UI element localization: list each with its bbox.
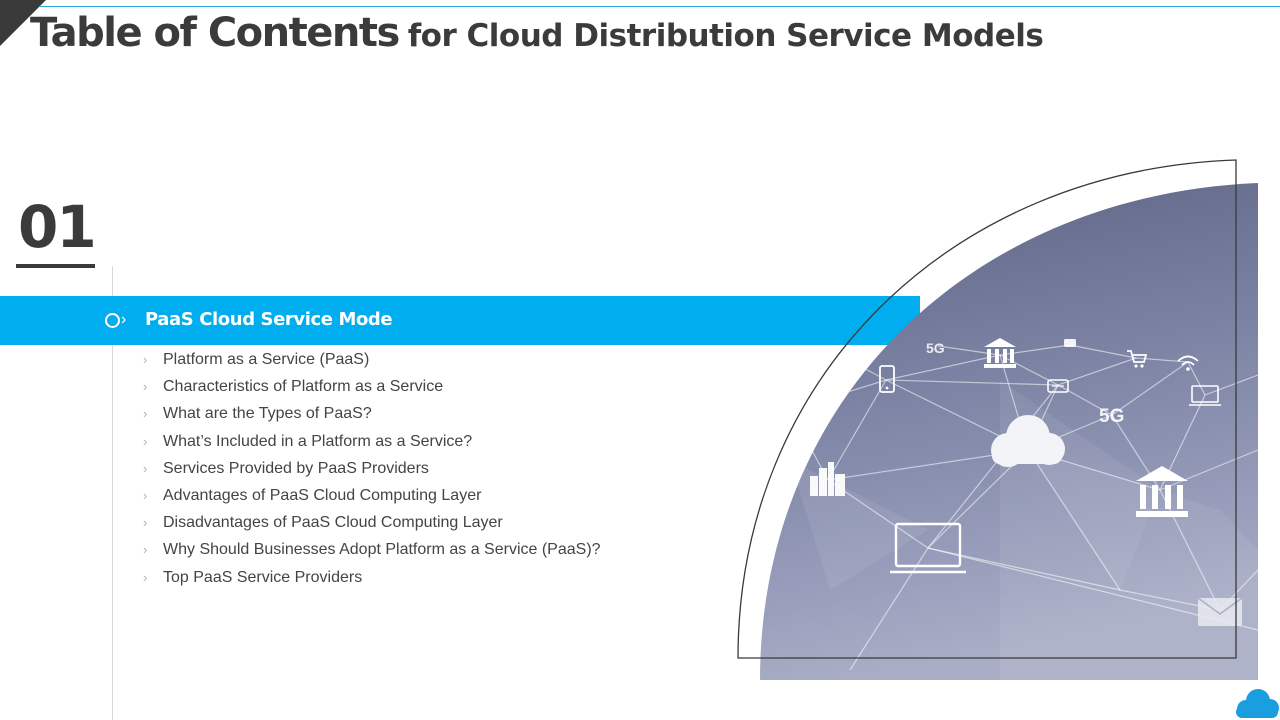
title-strong: Table of Contents xyxy=(30,10,400,56)
tag-icon xyxy=(1064,339,1076,347)
laptop-icon xyxy=(1189,385,1221,406)
toc-list: › Platform as a Service (PaaS) › Character… xyxy=(143,348,601,593)
section-title: PaaS Cloud Service Mode xyxy=(145,309,393,330)
chevron-right-icon: › xyxy=(143,460,148,476)
top-rule xyxy=(40,6,1280,7)
cloud-network-graphic: 5G 5G xyxy=(737,159,1279,718)
toc-item[interactable]: › Platform as a Service (PaaS) xyxy=(143,348,601,375)
chevron-right-icon: › xyxy=(143,406,148,422)
phone-icon xyxy=(879,365,895,393)
toc-item[interactable]: › Services Provided by PaaS Providers xyxy=(143,457,601,484)
toc-item[interactable]: › Disadvantages of PaaS Cloud Computing L… xyxy=(143,511,601,538)
timeline-line xyxy=(112,266,113,720)
chevron-right-icon: › xyxy=(121,311,127,328)
section-band xyxy=(0,296,920,345)
toc-item-label: Platform as a Service (PaaS) xyxy=(163,351,370,368)
city-icon xyxy=(810,462,845,496)
toc-item-label: What are the Types of PaaS? xyxy=(163,405,372,423)
toc-item-label: Characteristics of Platform as a Service xyxy=(163,378,444,396)
toc-item-label: Advantages of PaaS Cloud Computing Layer xyxy=(163,486,482,504)
toc-item[interactable]: › Characteristics of Platform as a Servic… xyxy=(143,375,601,402)
toc-item-label: Disadvantages of PaaS Cloud Computing La… xyxy=(163,514,503,532)
chevron-right-icon: › xyxy=(143,433,148,449)
laptop-icon xyxy=(890,522,966,574)
toc-item[interactable]: › What are the Types of PaaS? xyxy=(143,402,601,429)
frame-arc xyxy=(737,159,1237,659)
toc-item-label: What’s Included in a Platform as a Servi… xyxy=(163,432,473,450)
chevron-right-icon: › xyxy=(143,515,148,531)
toc-item[interactable]: › What’s Included in a Platform as a Serv… xyxy=(143,430,601,457)
chevron-right-icon: › xyxy=(143,542,148,558)
circle-marker-icon xyxy=(105,313,120,328)
chevron-right-icon: › xyxy=(143,487,148,503)
cloud-icon xyxy=(991,415,1065,467)
router-icon xyxy=(1047,379,1069,393)
toc-item-label: Why Should Businesses Adopt Platform as … xyxy=(163,541,601,559)
toc-item[interactable]: › Top PaaS Service Providers xyxy=(143,566,601,593)
chevron-right-icon: › xyxy=(143,569,148,585)
cart-icon xyxy=(1127,350,1148,368)
title-rest: for Cloud Distribution Service Models xyxy=(407,18,1044,54)
toc-item-label: Services Provided by PaaS Providers xyxy=(163,459,429,477)
section-number: 01 xyxy=(18,193,97,261)
badge-5g-small: 5G xyxy=(926,340,945,356)
corner-triangle xyxy=(0,0,46,46)
badge-5g-large: 5G xyxy=(1099,406,1124,427)
wifi-icon xyxy=(1177,355,1199,371)
toc-item[interactable]: › Advantages of PaaS Cloud Computing Laye… xyxy=(143,484,601,511)
toc-item[interactable]: › Why Should Businesses Adopt Platform as… xyxy=(143,538,601,565)
bank-icon xyxy=(984,338,1016,368)
bank-icon xyxy=(1136,466,1188,517)
chevron-right-icon: › xyxy=(143,352,148,367)
page-title: Table of Contents for Cloud Distribution… xyxy=(30,8,1044,61)
chevron-right-icon: › xyxy=(143,379,148,395)
section-number-underline xyxy=(16,264,95,268)
mail-icon xyxy=(1197,597,1243,626)
toc-item-label: Top PaaS Service Providers xyxy=(163,568,363,586)
cloud-logo-icon xyxy=(1236,689,1279,718)
